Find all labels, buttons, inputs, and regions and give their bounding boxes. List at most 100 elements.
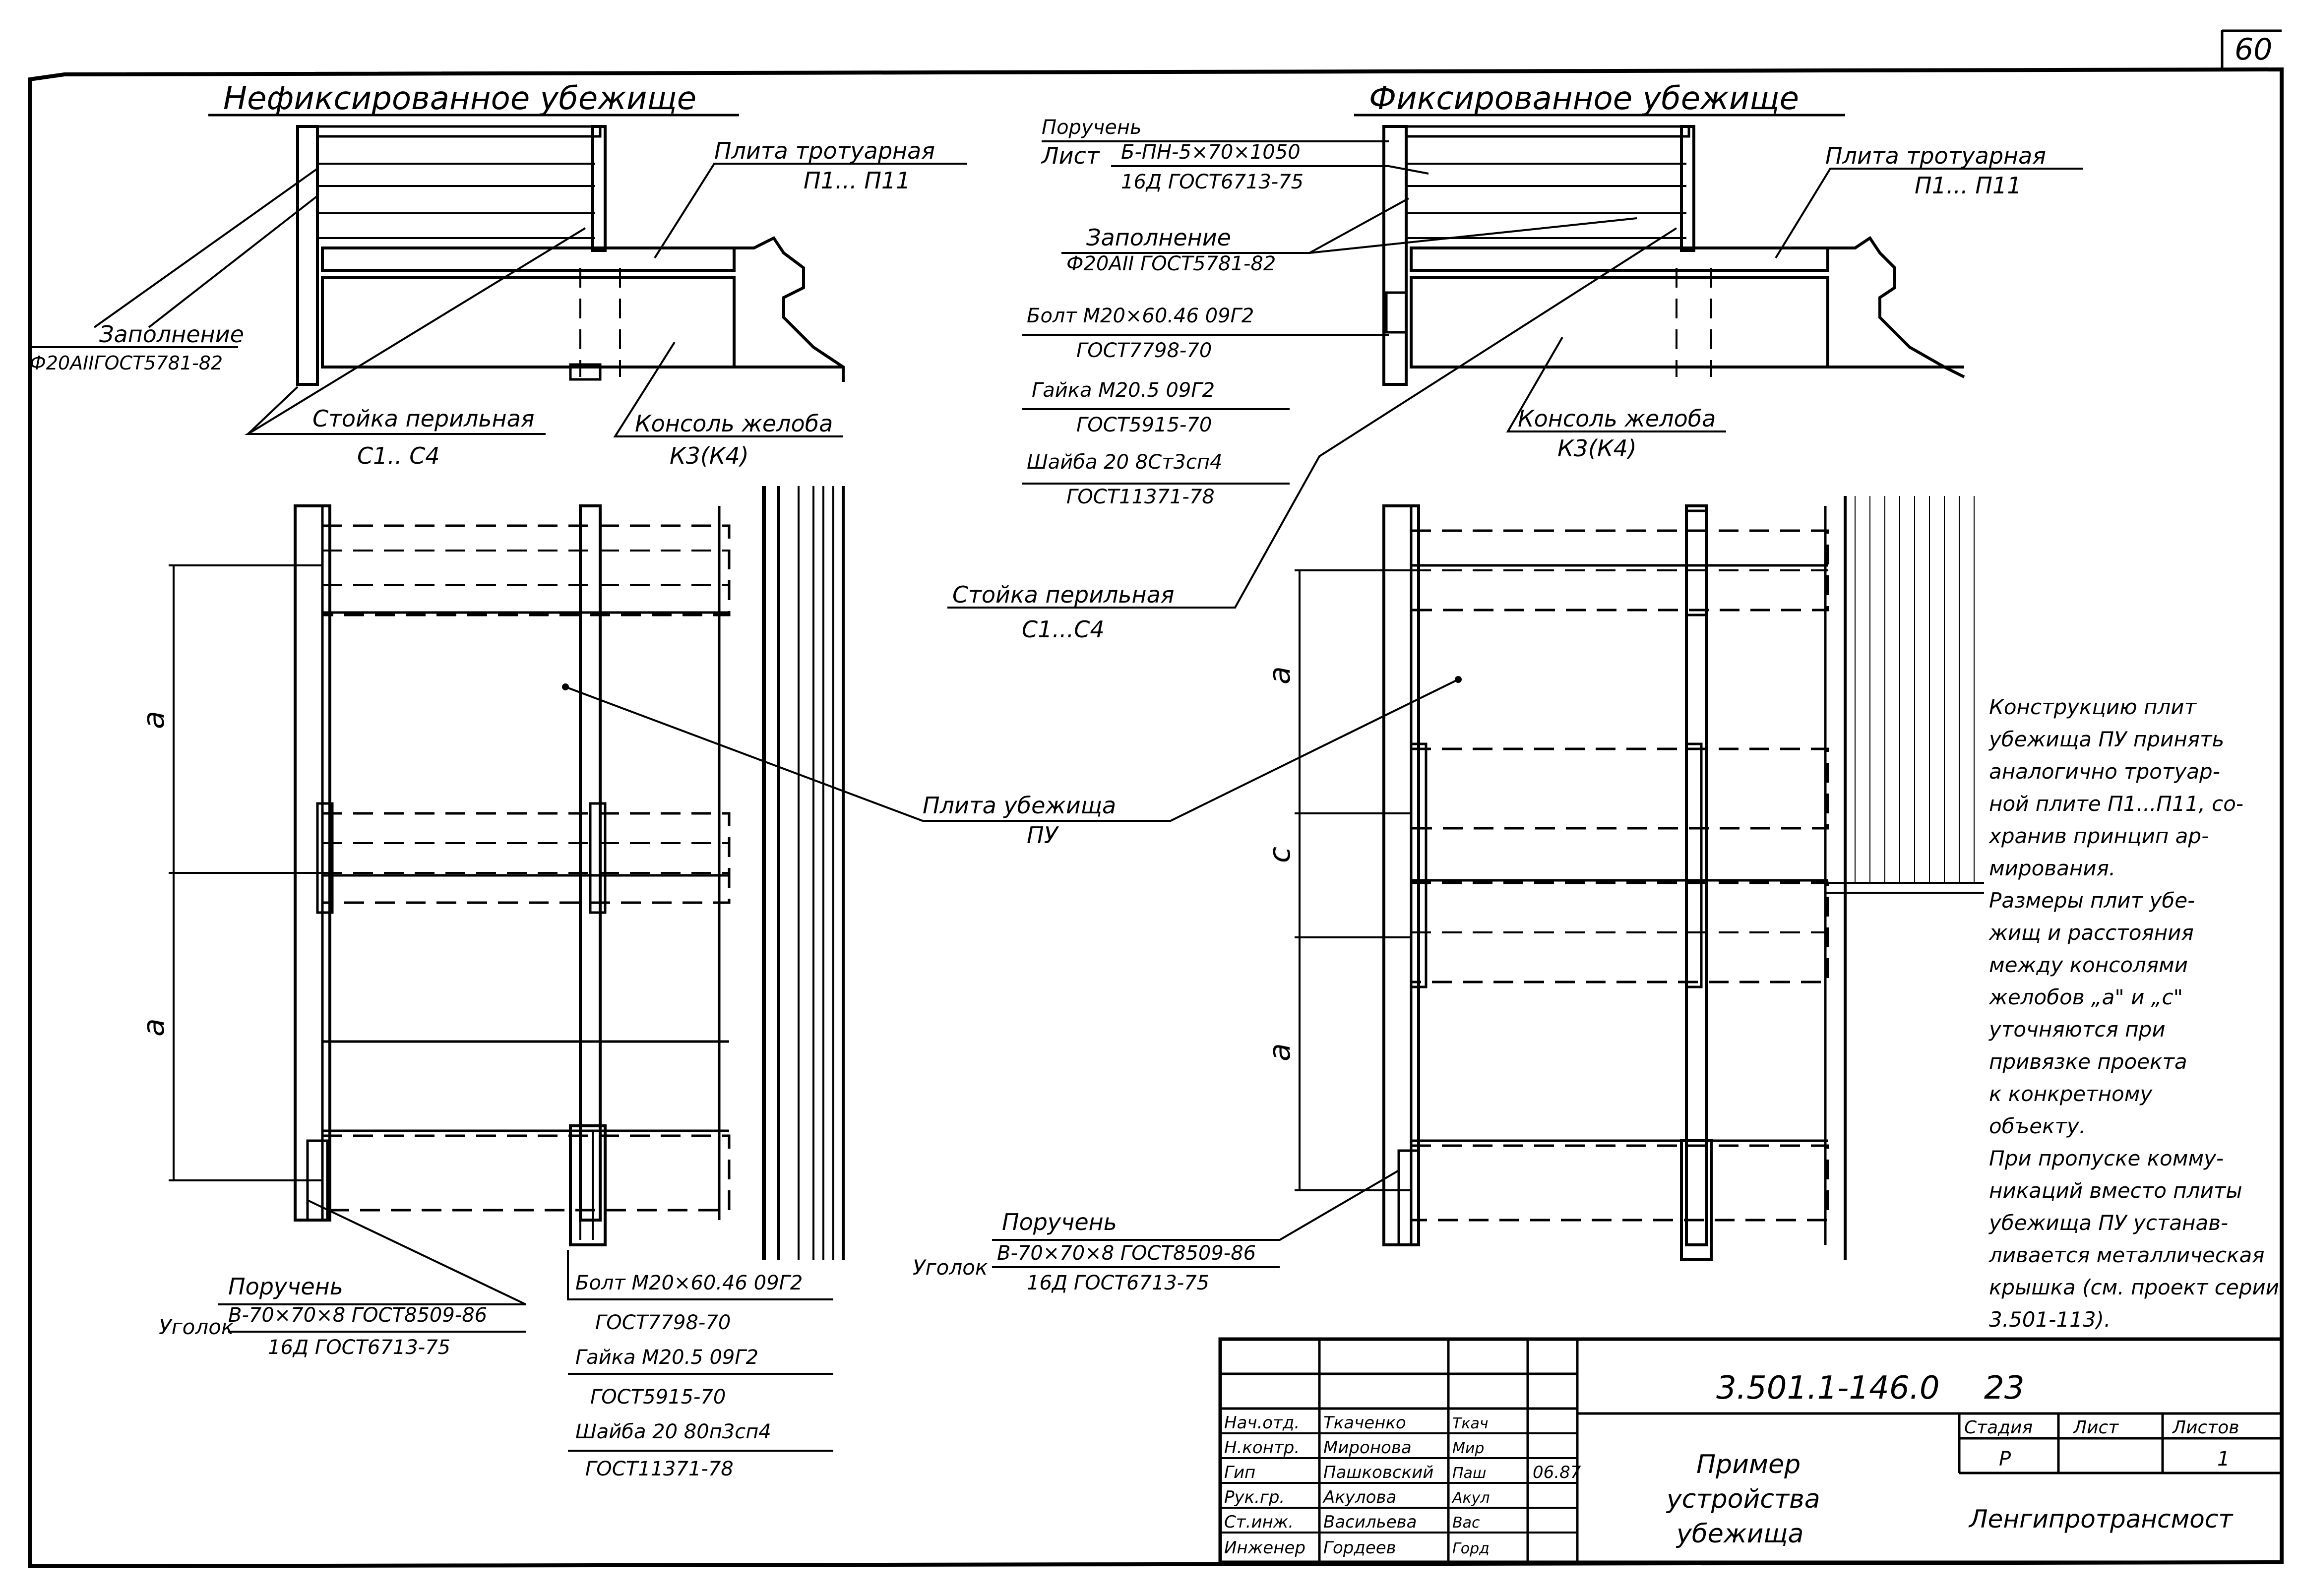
right-bolt-spec-4: ГОСТ5915-70 bbox=[1076, 414, 1212, 436]
right-plate-label-2: П1... П11 bbox=[1915, 172, 2021, 199]
row-role-6: Инженер bbox=[1224, 1538, 1305, 1558]
left-dim-a-upper: а bbox=[136, 711, 171, 729]
left-angle-spec-1: В-70×70×8 ГОСТ8509-86 bbox=[228, 1304, 487, 1327]
left-console-label-1: Консоль желоба bbox=[635, 410, 833, 437]
right-angle-spec-1: В-70×70×8 ГОСТ8509-86 bbox=[997, 1242, 1256, 1265]
right-angle-spec-2: 16Д ГОСТ6713-75 bbox=[1027, 1272, 1209, 1294]
left-angle-label: Уголок bbox=[159, 1315, 234, 1339]
right-section-elevation bbox=[1382, 125, 1965, 386]
right-post-label-2: С1...С4 bbox=[1022, 616, 1105, 643]
note-line-19: крышка (см. проект серии bbox=[1989, 1275, 2279, 1299]
row-sign-5: Вас bbox=[1452, 1514, 1480, 1532]
right-plan-view bbox=[1295, 496, 1984, 1261]
stage-value: Р bbox=[1999, 1448, 2011, 1471]
left-bolt-spec-1: Болт М20×60.46 09Г2 bbox=[575, 1272, 803, 1294]
note-line-1: Конструкцию плит bbox=[1989, 695, 2197, 719]
note-line-12: привязке проекта bbox=[1989, 1049, 2187, 1074]
doc-code: 3.501.1-146.0 bbox=[1716, 1370, 1940, 1407]
right-view: Фиксированное убежище Поручень Лист Б-ПН… bbox=[913, 80, 2083, 1294]
sheet-corner-number: 60 bbox=[2235, 32, 2272, 67]
right-bolt-spec-5: Шайба 20 8Ст3сп4 bbox=[1027, 451, 1223, 474]
row-role-5: Ст.инж. bbox=[1224, 1512, 1294, 1532]
right-bolt-spec-1: Болт М20×60.46 09Г2 bbox=[1027, 305, 1254, 327]
note-line-9: между консолями bbox=[1989, 953, 2188, 977]
row-role-2: Н.контр. bbox=[1224, 1438, 1300, 1458]
right-fill-label-1: Заполнение bbox=[1086, 224, 1231, 251]
left-fill-label-2: Ф20АIIГОСТ5781-82 bbox=[30, 352, 223, 374]
right-bolt-spec-2: ГОСТ7798-70 bbox=[1076, 339, 1212, 362]
sheet-frame bbox=[28, 29, 2284, 1569]
left-plate-label-2: П1... П11 bbox=[804, 167, 910, 194]
right-dim-a-upper: а bbox=[1262, 666, 1297, 684]
left-angle-spec-2: 16Д ГОСТ6713-75 bbox=[268, 1336, 450, 1359]
right-sheet-spec-1: Б-ПН-5×70×1050 bbox=[1121, 141, 1301, 164]
right-rail-label-bottom: Поручень bbox=[1002, 1209, 1117, 1235]
row-sign-1: Ткач bbox=[1452, 1415, 1489, 1432]
note-line-16: никаций вместо плиты bbox=[1989, 1178, 2242, 1203]
row-sign-6: Горд bbox=[1452, 1540, 1490, 1557]
right-post-label-1: Стойка перильная bbox=[952, 581, 1174, 608]
left-view-title: Нефиксированное убежище bbox=[223, 80, 696, 117]
row-name-3: Пашковский bbox=[1323, 1463, 1433, 1482]
right-sheet-spec-2: 16Д ГОСТ6713-75 bbox=[1121, 171, 1304, 193]
row-name-2: Миронова bbox=[1323, 1438, 1412, 1458]
row-name-5: Васильева bbox=[1323, 1512, 1417, 1532]
right-bolt-spec-6: ГОСТ11371-78 bbox=[1066, 486, 1215, 508]
row-name-1: Ткаченко bbox=[1323, 1413, 1406, 1433]
left-bolt-spec-3: Гайка М20.5 09Г2 bbox=[575, 1346, 758, 1369]
left-post-label-2: С1.. С4 bbox=[357, 442, 440, 469]
row-role-3: Гип bbox=[1224, 1463, 1255, 1482]
left-bolt-spec-4: ГОСТ5915-70 bbox=[590, 1386, 726, 1409]
right-console-label-2: К3(К4) bbox=[1557, 435, 1637, 462]
note-line-14: объекту. bbox=[1989, 1114, 2086, 1138]
shelter-plate-label-1: Плита убежища bbox=[923, 792, 1116, 819]
stage-header: Стадия bbox=[1964, 1417, 2033, 1438]
left-plan-view bbox=[169, 486, 845, 1260]
right-angle-label: Уголок bbox=[913, 1255, 988, 1280]
left-console-label-2: К3(К4) bbox=[670, 442, 749, 469]
left-fill-label-1: Заполнение bbox=[99, 321, 244, 348]
note-line-2: убежища ПУ принять bbox=[1988, 727, 2224, 751]
left-post-label-1: Стойка перильная bbox=[312, 405, 534, 432]
note-line-11: уточняются при bbox=[1988, 1017, 2166, 1042]
note-line-18: ливается металлическая bbox=[1988, 1243, 2264, 1267]
title-block bbox=[1218, 1337, 2284, 1564]
right-view-title: Фиксированное убежище bbox=[1369, 80, 1799, 117]
row-sign-3: Паш bbox=[1452, 1465, 1486, 1482]
left-bolt-specs: Болт М20×60.46 09Г2 ГОСТ7798-70 Гайка М2… bbox=[567, 1250, 833, 1480]
note-line-3: аналогично тротуар- bbox=[1989, 759, 2220, 784]
row-name-6: Гордеев bbox=[1323, 1538, 1396, 1558]
right-bolt-specs: Болт М20×60.46 09Г2 ГОСТ7798-70 Гайка М2… bbox=[1022, 305, 1389, 508]
note-line-15: При пропуске комму- bbox=[1989, 1146, 2224, 1170]
sheet-header: Лист bbox=[2072, 1417, 2119, 1438]
note-line-17: убежища ПУ устанав- bbox=[1988, 1211, 2228, 1235]
drawing-title-3: убежища bbox=[1676, 1519, 1803, 1549]
left-section-elevation bbox=[296, 125, 845, 386]
note-line-7: Размеры плит убе- bbox=[1989, 888, 2195, 913]
row-sign-2: Мир bbox=[1452, 1440, 1484, 1457]
left-bolt-spec-2: ГОСТ7798-70 bbox=[595, 1311, 731, 1334]
left-dim-a-lower: а bbox=[136, 1018, 171, 1037]
row-date: 06.87 bbox=[1533, 1463, 1581, 1482]
row-name-4: Акулова bbox=[1322, 1487, 1396, 1507]
row-sign-4: Акул bbox=[1451, 1489, 1490, 1507]
row-role-4: Рук.гр. bbox=[1224, 1487, 1285, 1507]
left-plate-label-1: Плита тротуарная bbox=[714, 137, 935, 164]
left-view: Нефиксированное убежище Плита тротуарная… bbox=[30, 80, 967, 1480]
notes-block: Конструкцию плит убежища ПУ принять анал… bbox=[1988, 695, 2279, 1332]
right-dim-a-lower: а bbox=[1262, 1043, 1297, 1061]
right-plate-label-1: Плита тротуарная bbox=[1825, 142, 2046, 169]
note-line-20: 3.501-113). bbox=[1989, 1307, 2111, 1332]
left-bolt-spec-5: Шайба 20 80п3сп4 bbox=[575, 1420, 771, 1443]
sheets-header: Листов bbox=[2172, 1417, 2239, 1438]
right-rail-label: Поручень bbox=[1042, 116, 1142, 139]
left-rail-label: Поручень bbox=[228, 1273, 343, 1300]
note-line-4: ной плите П1...П11, со- bbox=[1989, 792, 2243, 816]
left-bolt-spec-6: ГОСТ11371-78 bbox=[585, 1458, 734, 1480]
row-role-1: Нач.отд. bbox=[1224, 1413, 1300, 1433]
right-console-label-1: Консоль желоба bbox=[1518, 405, 1716, 432]
drawing-title-1: Пример bbox=[1696, 1450, 1801, 1479]
right-fill-label-2: Ф20АII ГОСТ5781-82 bbox=[1066, 252, 1276, 275]
note-line-5: хранив принцип ар- bbox=[1988, 824, 2209, 848]
